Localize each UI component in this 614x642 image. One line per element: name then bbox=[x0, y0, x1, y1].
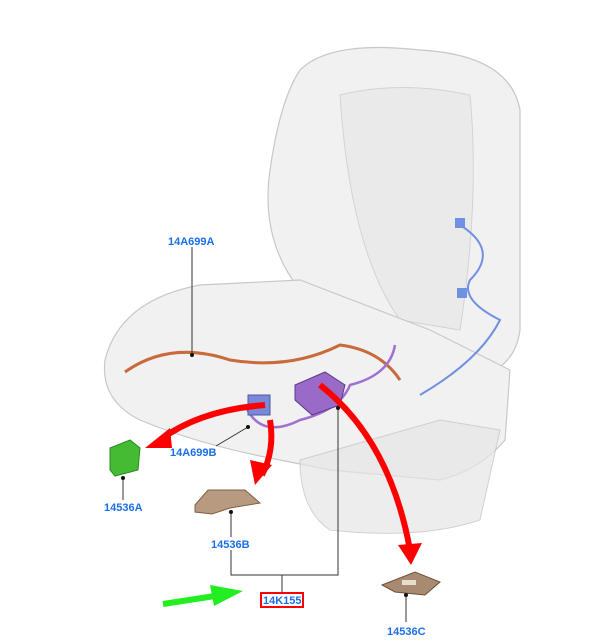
bracket-14536B bbox=[194, 489, 262, 515]
label-14A699B[interactable]: 14A699B bbox=[170, 447, 217, 459]
highlight-box bbox=[260, 592, 304, 608]
connector-blue-2 bbox=[457, 288, 467, 298]
harness-blue bbox=[419, 224, 502, 396]
red-arrow-to-14536A bbox=[145, 402, 266, 448]
bracket-14536C bbox=[380, 571, 441, 596]
label-14536A[interactable]: 14536A bbox=[104, 502, 143, 514]
red-arrow-to-14536C bbox=[318, 382, 422, 565]
connector-blue bbox=[455, 218, 465, 228]
label-14A699A[interactable]: 14A699A bbox=[168, 236, 215, 248]
leader-14K155 bbox=[230, 408, 339, 593]
leader-14A699B bbox=[215, 426, 249, 447]
label-14K155[interactable]: 14K155 bbox=[263, 595, 302, 607]
green-arrow bbox=[162, 585, 243, 607]
red-arrow-to-14536B bbox=[250, 419, 275, 485]
seat-back-panel bbox=[339, 87, 474, 331]
label-14536C[interactable]: 14536C bbox=[387, 626, 426, 638]
label-14536B[interactable]: 14536B bbox=[211, 539, 250, 551]
seat-base bbox=[299, 419, 501, 534]
harness-14A699A bbox=[124, 343, 402, 381]
connector-14536A bbox=[109, 439, 141, 477]
